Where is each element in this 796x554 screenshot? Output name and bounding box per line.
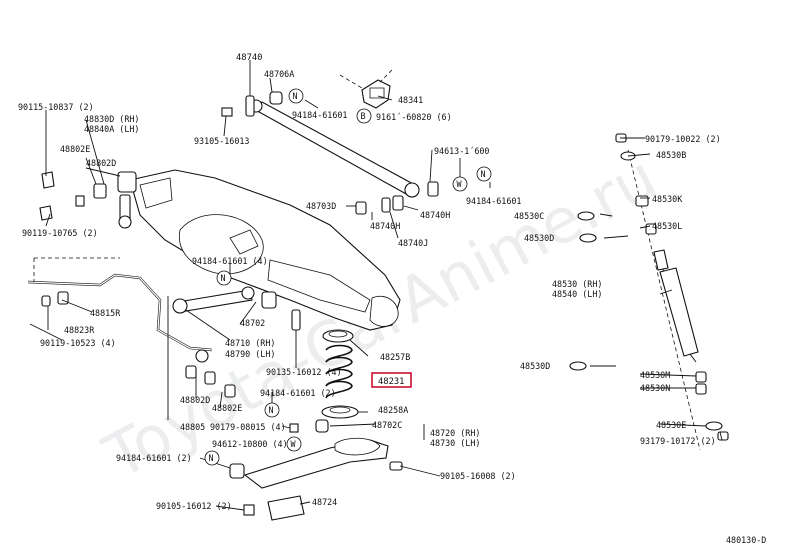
stabilizer-link xyxy=(39,171,137,229)
label-48530D-top: 48530D xyxy=(524,233,554,243)
circle-symbols: N B W N N N W N xyxy=(204,88,492,466)
label-48740J: 48740J xyxy=(398,238,428,248)
label-94184-61601-b: 94184-61601 xyxy=(466,196,521,206)
label-48341: 48341 xyxy=(398,95,423,105)
label-94184-61601-c: 94184-61601 (4) xyxy=(192,256,268,266)
label-93179-10172: 93179-10172 (2) xyxy=(640,436,716,446)
label-90179-08015: 90179-08015 (4) xyxy=(210,422,286,432)
label-48815R: 48815R xyxy=(90,308,121,318)
label-48530N: 48530N xyxy=(640,383,670,393)
label-90135-16012: 90135-16012 (4) xyxy=(266,367,342,377)
lateral-rod-fasteners xyxy=(355,149,439,215)
svg-text:N: N xyxy=(269,405,274,415)
svg-text:W: W xyxy=(291,439,297,449)
label-94184-61601-a: 94184-61601 xyxy=(292,110,347,120)
label-48702: 48702 xyxy=(240,318,265,328)
label-48724: 48724 xyxy=(312,497,337,507)
label-48530L: 48530L xyxy=(652,221,682,231)
label-48540: 48540 (LH) xyxy=(552,289,602,299)
label-48530B: 48530B xyxy=(656,150,686,160)
label-94613-1600: 94613-1´600 xyxy=(434,146,489,156)
label-48823R: 48823R xyxy=(64,325,95,335)
n-symbol-1: N xyxy=(288,88,304,104)
n-symbol-5: N xyxy=(204,450,220,466)
svg-text:N: N xyxy=(293,91,298,101)
label-48530K: 48530K xyxy=(652,194,683,204)
label-48530D-bot: 48530D xyxy=(520,361,550,371)
label-48258A: 48258A xyxy=(378,405,408,415)
stabilizer-bar xyxy=(27,257,236,398)
part-labels: 48740 48706A 90115-10837 (2) 48830D (RH)… xyxy=(18,53,766,545)
label-48703D: 48703D xyxy=(306,201,336,211)
label-48740H-a: 48740H xyxy=(420,210,450,220)
leader-lines xyxy=(29,60,723,511)
highlight-48231 xyxy=(371,372,412,388)
label-90179-10022: 90179-10022 (2) xyxy=(645,134,721,144)
svg-text:N: N xyxy=(209,453,214,463)
label-90119-10523: 90119-10523 (4) xyxy=(40,338,116,348)
b-symbol: B xyxy=(356,108,372,124)
diagram-code: 480130-D xyxy=(726,535,766,545)
label-48257B: 48257B xyxy=(380,352,410,362)
label-94612-10800: 94612-10800 (4) xyxy=(212,439,288,449)
label-48530M: 48530M xyxy=(640,370,670,380)
label-48730: 48730 (LH) xyxy=(430,438,480,448)
n-symbol-4: N xyxy=(264,402,280,418)
label-48802E-bot: 48802E xyxy=(212,403,242,413)
lower-control-arm xyxy=(229,419,403,521)
w-symbol-1: W xyxy=(452,176,468,192)
label-48702C: 48702C xyxy=(372,420,402,430)
label-90115-10837: 90115-10837 (2) xyxy=(18,102,94,112)
label-48530C: 48530C xyxy=(514,211,544,221)
label-48830D: 48830D (RH) xyxy=(84,114,139,124)
label-94184-61601-d: 94184-61601 (2) xyxy=(260,388,336,398)
label-94184-61601-e: 94184-61601 (2) xyxy=(116,453,192,463)
svg-text:N: N xyxy=(221,273,226,283)
label-48706A: 48706A xyxy=(264,69,294,79)
svg-text:N: N xyxy=(481,169,486,179)
label-90105-16012: 90105-16012 (2) xyxy=(156,501,232,511)
label-48805: 48805 xyxy=(180,422,205,432)
w-symbol-2: W xyxy=(286,436,302,452)
label-9161-60820: 9161´-60820 (6) xyxy=(376,112,452,122)
coil-spring-48231 xyxy=(321,329,359,419)
label-48720: 48720 (RH) xyxy=(430,428,480,438)
svg-text:B: B xyxy=(361,111,366,121)
label-90119-10765: 90119-10765 (2) xyxy=(22,228,98,238)
n-symbol-3: N xyxy=(216,270,232,286)
label-48802D-top: 48802D xyxy=(86,158,116,168)
label-90105-16008: 90105-16008 (2) xyxy=(440,471,516,481)
label-48802E-top: 48802E xyxy=(60,144,90,154)
label-48710: 48710 (RH) xyxy=(225,338,275,348)
lateral-rod xyxy=(221,91,420,198)
label-93105-16013: 93105-16013 xyxy=(194,136,249,146)
label-48802D-bot: 48802D xyxy=(180,395,210,405)
bracket-48341 xyxy=(339,69,393,109)
label-48840A: 48840A (LH) xyxy=(84,124,139,134)
label-48530E: 48530E xyxy=(656,420,686,430)
upper-control-arm xyxy=(172,286,301,331)
label-48530: 48530 (RH) xyxy=(552,279,602,289)
label-48740H-b: 48740H xyxy=(370,221,400,231)
label-48790: 48790 (LH) xyxy=(225,349,275,359)
svg-text:W: W xyxy=(457,179,463,189)
n-symbol-2: N xyxy=(476,166,492,182)
axle-housing xyxy=(129,169,401,331)
label-48231: 48231 xyxy=(378,377,404,387)
label-48740: 48740 xyxy=(236,53,262,63)
